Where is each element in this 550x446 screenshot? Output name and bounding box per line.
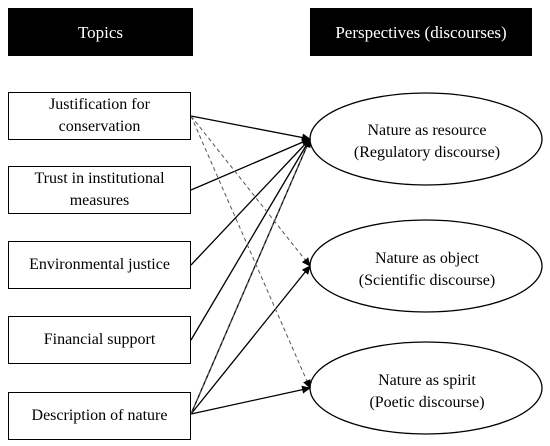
arrow-environmental-to-resource — [190, 138, 311, 266]
topic-box-environmental-justice: Environmental justice — [8, 241, 191, 289]
perspectives-header-label: Perspectives (discourses) — [335, 22, 507, 42]
arrow-trust-to-resource — [190, 138, 311, 191]
perspectives-header: Perspectives (discourses) — [310, 8, 532, 56]
topic-label: Trust in institutional measures — [34, 170, 165, 209]
arrow-financial-to-resource — [190, 138, 311, 341]
arrow-description-to-object — [190, 265, 311, 415]
topic-box-justification-for-conservation: Justification for conservation — [8, 92, 191, 140]
topic-label: Financial support — [43, 331, 156, 349]
topic-box-trust-in-institutional-measures: Trust in institutional measures — [8, 166, 191, 214]
topic-label: Justification for conservation — [49, 96, 150, 135]
dashed-arrow-justification-to-object — [190, 115, 311, 267]
topic-box-description-of-nature: Description of nature — [8, 392, 191, 440]
perspective-label-spirit: Nature as spirit (Poetic discourse) — [369, 372, 485, 411]
arrow-description-to-spirit — [190, 385, 311, 415]
topic-label: Description of nature — [31, 407, 168, 425]
dashed-arrow-justification-to-spirit — [190, 115, 311, 389]
dashed-arrow-description-to-resource — [190, 138, 311, 415]
topic-box-financial-support: Financial support — [8, 316, 191, 364]
arrow-justification-to-resource — [190, 115, 311, 142]
topics-header: Topics — [8, 8, 193, 56]
topics-header-label: Topics — [77, 22, 124, 42]
topic-label: Environmental justice — [29, 256, 170, 274]
perspective-label-object: Nature as object (Scientific discourse) — [358, 250, 496, 289]
perspective-label-resource: Nature as resource (Regulatory discourse… — [353, 122, 501, 161]
